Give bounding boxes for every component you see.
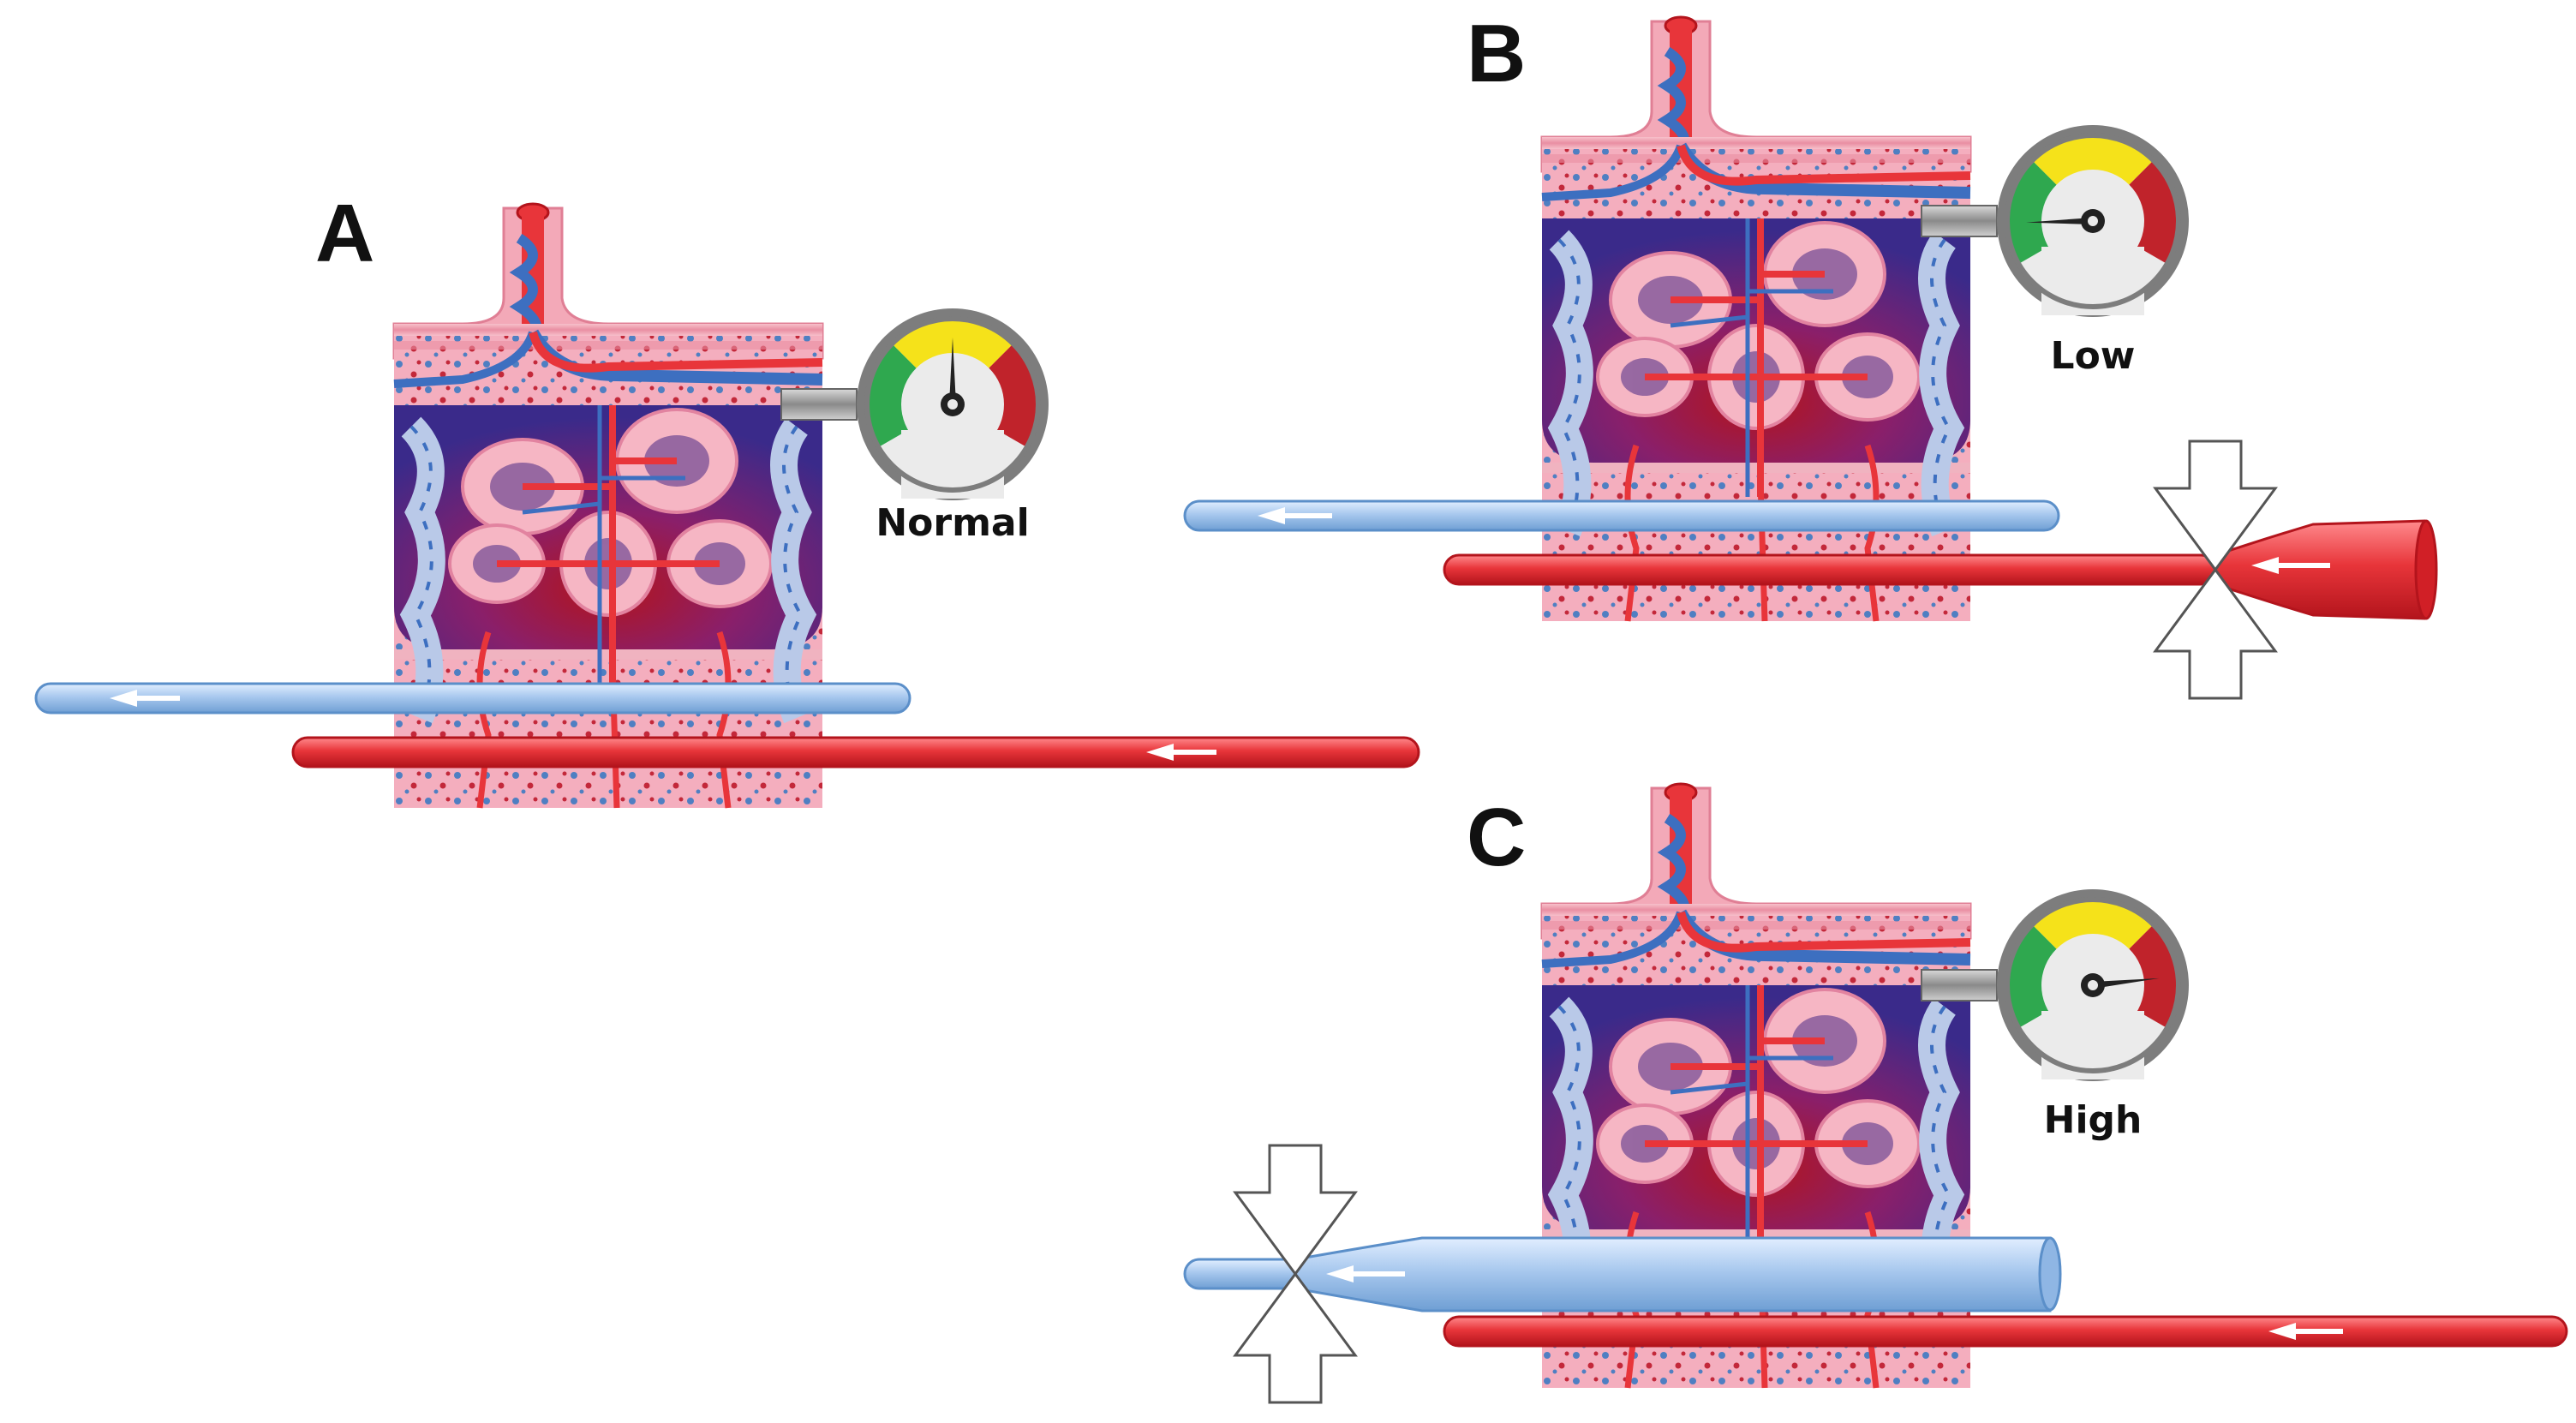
pressure-gauge-icon-c [1922, 889, 2189, 1081]
gauge-needle-c [2092, 978, 2160, 989]
panel-label-a: A [315, 188, 374, 279]
panel-a: A Normal [34, 188, 1420, 808]
panel-label-b: B [1467, 8, 1526, 99]
vein-tube-b [1183, 499, 2060, 532]
flow-arrow-icon [1146, 744, 1174, 761]
flow-arrow-icon [2268, 1323, 2296, 1340]
gauge-needle-a [949, 338, 956, 404]
pressure-gauge-icon-b [1922, 125, 2189, 317]
pressure-gauge-icon-a [781, 308, 1049, 500]
artery-tube-c [1443, 1315, 2568, 1348]
gauge-label-b: Low [2051, 334, 2136, 378]
gauge-label-a: Normal [876, 501, 1029, 545]
panel-b: B Low [1183, 8, 2438, 700]
panel-c: C High [1183, 784, 2568, 1404]
flow-arrow-icon [110, 690, 137, 707]
flow-arrow-icon [1326, 1265, 1354, 1282]
vein-tube-a [34, 682, 911, 714]
artery-tube-b [1443, 519, 2438, 620]
vein-tube-c [1183, 1236, 2062, 1312]
gauge-label-c: High [2044, 1098, 2143, 1142]
gauge-needle-b [2026, 218, 2094, 224]
panel-label-c: C [1467, 792, 1526, 883]
artery-tube-a [291, 736, 1420, 768]
flow-arrow-icon [2251, 557, 2279, 574]
tissue-block-a [394, 204, 822, 808]
flow-arrow-icon [1258, 507, 1285, 524]
